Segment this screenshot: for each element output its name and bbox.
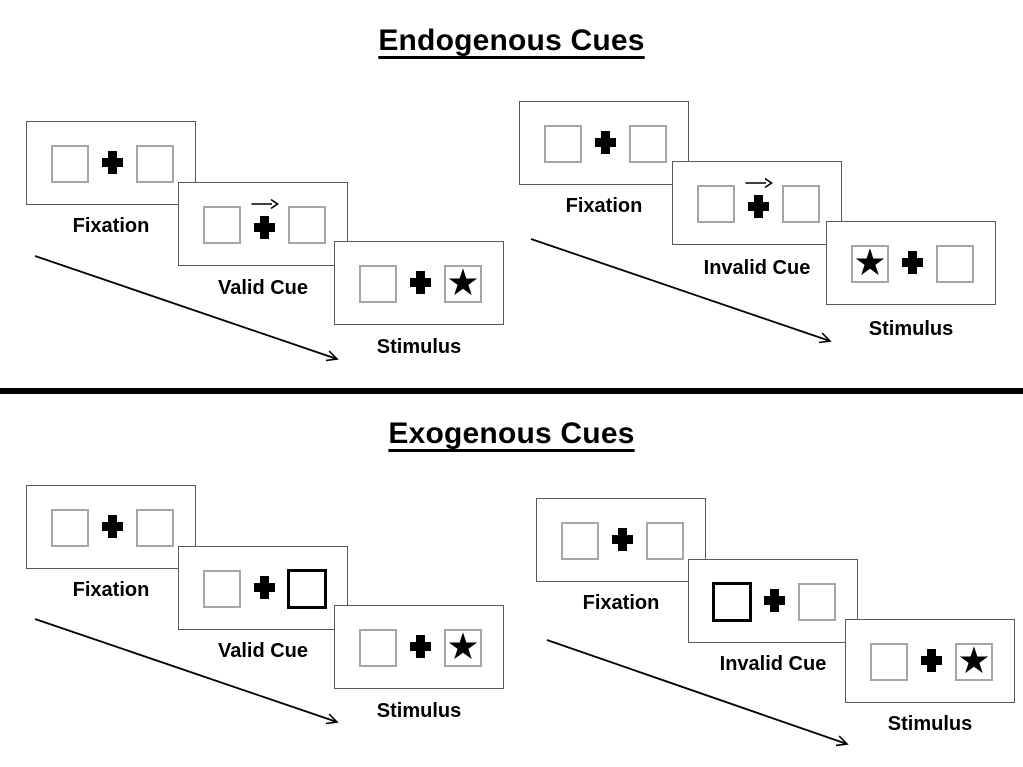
right-target-box: ★ bbox=[444, 626, 482, 667]
invalid-cue-panel bbox=[688, 559, 858, 643]
exogenous-section-title: Exogenous Cues bbox=[388, 417, 635, 450]
fixation-panel bbox=[536, 498, 706, 582]
right-arrow-icon bbox=[745, 177, 773, 189]
left-target-box: ★ bbox=[851, 242, 889, 283]
fixation-cross-icon bbox=[410, 271, 431, 294]
left-placeholder-box bbox=[697, 185, 735, 223]
fixation-panel bbox=[519, 101, 689, 185]
fixation-cross-icon bbox=[102, 151, 123, 174]
right-placeholder-box bbox=[646, 522, 684, 560]
fixation-cross-icon bbox=[921, 649, 942, 672]
panel-label: Invalid Cue bbox=[719, 653, 827, 675]
panel-label: Fixation bbox=[565, 195, 643, 217]
fixation-cross-icon bbox=[410, 635, 431, 658]
panel-label: Valid Cue bbox=[217, 640, 309, 662]
stimulus-panel: ★ bbox=[334, 241, 504, 325]
stimulus-panel: ★ bbox=[845, 619, 1015, 703]
sequence-arrow bbox=[530, 238, 832, 344]
panel-label: Fixation bbox=[582, 592, 660, 614]
left-placeholder-box bbox=[359, 629, 397, 667]
right-placeholder-box bbox=[629, 125, 667, 163]
panel-label: Invalid Cue bbox=[703, 257, 811, 279]
fixation-cross-icon bbox=[254, 216, 275, 239]
left-placeholder-box bbox=[544, 125, 582, 163]
fixation-panel bbox=[26, 121, 196, 205]
fixation-cross-icon bbox=[102, 515, 123, 538]
left-placeholder-box bbox=[203, 570, 241, 608]
fixation-cross-icon bbox=[748, 195, 769, 218]
right-placeholder-box bbox=[136, 145, 174, 183]
sequence-arrow bbox=[34, 255, 339, 362]
invalid-cue-panel bbox=[672, 161, 842, 245]
right-placeholder-box bbox=[288, 206, 326, 244]
fixation-panel bbox=[26, 485, 196, 569]
valid-cue-panel bbox=[178, 546, 348, 630]
right-placeholder-box bbox=[798, 583, 836, 621]
right-target-box: ★ bbox=[444, 262, 482, 303]
panel-label: Valid Cue bbox=[217, 277, 309, 299]
left-placeholder-box bbox=[561, 522, 599, 560]
panel-label: Stimulus bbox=[868, 318, 954, 340]
fixation-cross-icon bbox=[902, 251, 923, 274]
fixation-cross-icon bbox=[612, 528, 633, 551]
stimulus-panel: ★ bbox=[334, 605, 504, 689]
left-placeholder-box bbox=[203, 206, 241, 244]
left-placeholder-box bbox=[870, 643, 908, 681]
star-stimulus-icon: ★ bbox=[446, 262, 480, 303]
section-divider bbox=[0, 388, 1023, 394]
panel-label: Fixation bbox=[72, 215, 150, 237]
left-placeholder-box bbox=[51, 145, 89, 183]
star-stimulus-icon: ★ bbox=[446, 626, 480, 667]
right-arrow-icon bbox=[251, 198, 279, 210]
star-stimulus-icon: ★ bbox=[853, 242, 887, 283]
valid-cue-panel bbox=[178, 182, 348, 266]
right-target-box: ★ bbox=[955, 640, 993, 681]
right-cue-box bbox=[287, 569, 327, 609]
left-placeholder-box bbox=[51, 509, 89, 547]
stimulus-panel: ★ bbox=[826, 221, 996, 305]
right-placeholder-box bbox=[936, 245, 974, 283]
left-cue-box bbox=[712, 582, 752, 622]
fixation-cross-icon bbox=[254, 576, 275, 599]
left-placeholder-box bbox=[359, 265, 397, 303]
fixation-cross-icon bbox=[595, 131, 616, 154]
panel-label: Stimulus bbox=[376, 336, 462, 358]
panel-label: Stimulus bbox=[376, 700, 462, 722]
endogenous-section-title: Endogenous Cues bbox=[378, 24, 645, 57]
panel-label: Stimulus bbox=[887, 713, 973, 735]
panel-label: Fixation bbox=[72, 579, 150, 601]
fixation-cross-icon bbox=[764, 589, 785, 612]
right-placeholder-box bbox=[136, 509, 174, 547]
right-placeholder-box bbox=[782, 185, 820, 223]
sequence-arrow bbox=[34, 618, 339, 725]
star-stimulus-icon: ★ bbox=[957, 640, 991, 681]
